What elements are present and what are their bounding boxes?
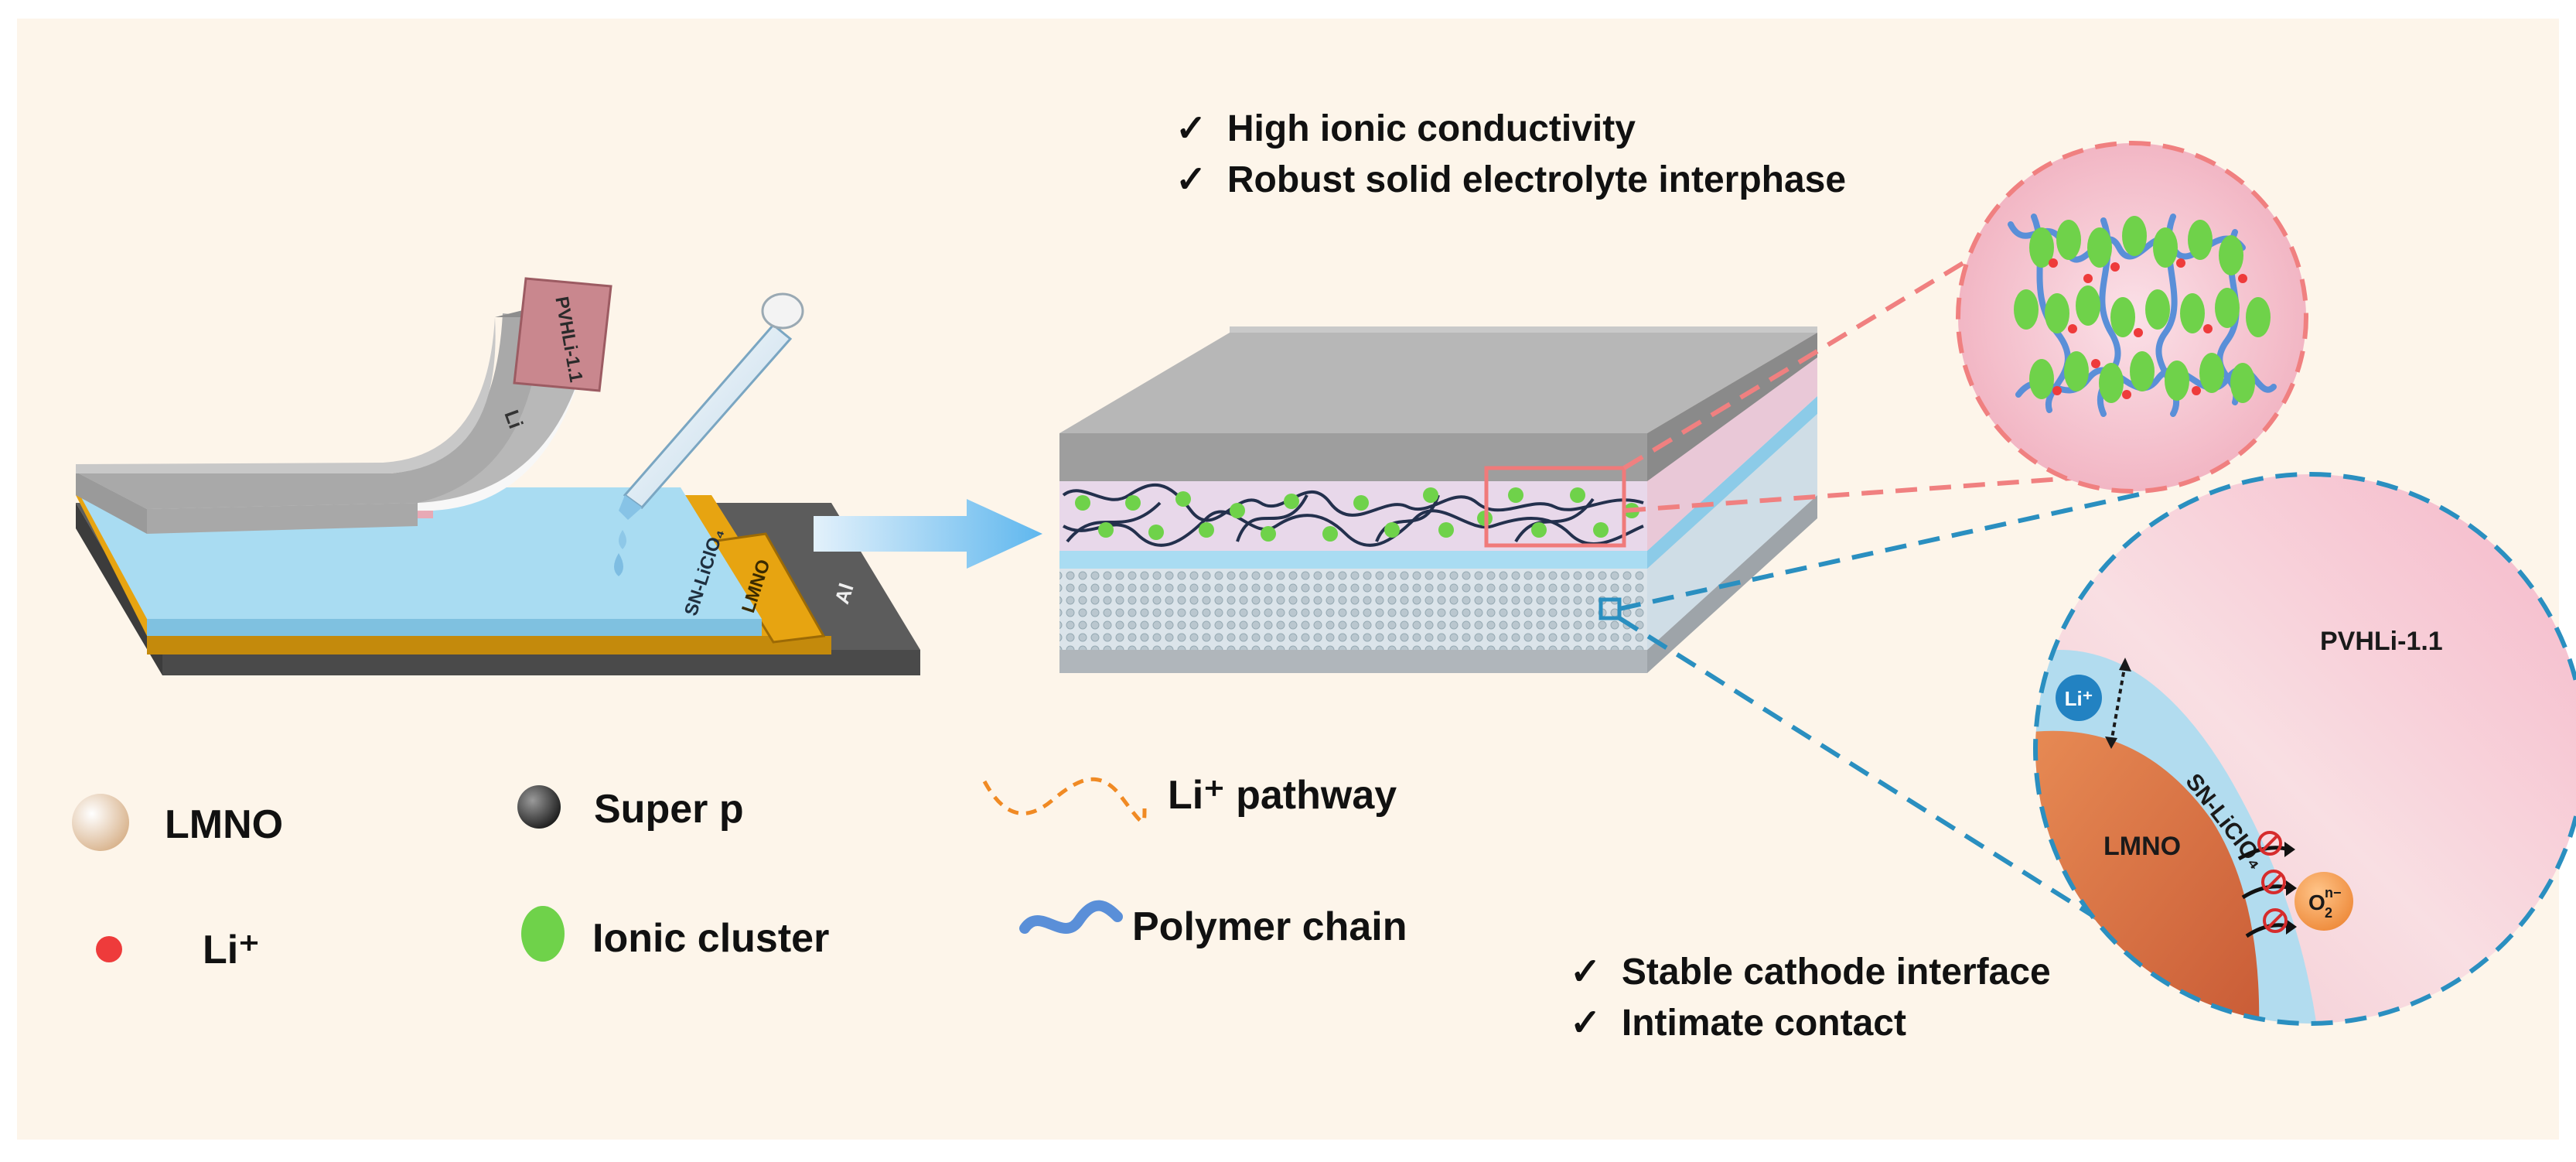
pipette-icon — [619, 292, 804, 520]
check-high-ionic-conductivity: ✓ High ionic conductivity — [1175, 108, 1636, 149]
center-ionic-clusters — [1075, 487, 1639, 542]
svg-text:2: 2 — [2325, 905, 2332, 921]
li-ion-badge: Li⁺ — [2056, 675, 2102, 721]
blue-callout-line-top — [1619, 490, 2151, 611]
legend-polymer-chain-label: Polymer chain — [1132, 904, 1407, 949]
svg-text:Li⁺: Li⁺ — [2065, 687, 2093, 710]
blocked-oxygen-icons — [2237, 831, 2297, 938]
legend: LMNO Li⁺ Super p Ionic cluster Li⁺ pathw… — [72, 773, 1407, 972]
li-ion-icon — [96, 936, 122, 962]
li-migration-arrow-icon — [2105, 658, 2131, 749]
check-intimate-contact: ✓ Intimate contact — [1570, 1003, 1906, 1044]
pvhli-zone-label: PVHLi-1.1 — [2320, 627, 2443, 656]
polymer-zoom-circle — [1956, 141, 2308, 494]
ionic-cluster-icon — [521, 906, 565, 962]
legend-li-pathway-label: Li⁺ pathway — [1168, 773, 1397, 818]
droplet-icon — [614, 530, 626, 576]
lmno-zone-label: LMNO — [2103, 832, 2181, 861]
svg-text:O: O — [2308, 890, 2325, 914]
polymer-zoom-box — [1484, 466, 1626, 548]
process-arrow-icon — [814, 499, 1042, 569]
polymer-chain-icon — [1019, 900, 1123, 934]
legend-li-label: Li⁺ — [203, 928, 260, 972]
pink-callout-line-top — [1622, 241, 1997, 470]
left-device: PVHLi-1.1 Li SN-LiClO₄ LMNO Al — [76, 277, 920, 675]
legend-super-p-label: Super p — [594, 787, 744, 832]
check-robust-sei: ✓ Robust solid electrolyte interphase — [1175, 159, 1846, 200]
legend-ionic-cluster-label: Ionic cluster — [592, 916, 829, 961]
oxygen-species-badge: O 2 n− — [2295, 872, 2353, 931]
lmno-particle-icon — [72, 794, 129, 851]
svg-text:n−: n− — [2325, 885, 2342, 901]
super-p-particle-icon — [517, 785, 561, 829]
center-stack — [1059, 326, 1817, 673]
check-stable-cathode-interface: ✓ Stable cathode interface — [1570, 952, 2051, 993]
blue-callout-line-bottom — [1618, 616, 2151, 954]
li-pathway-icon — [982, 777, 1147, 824]
legend-lmno-label: LMNO — [165, 802, 283, 847]
